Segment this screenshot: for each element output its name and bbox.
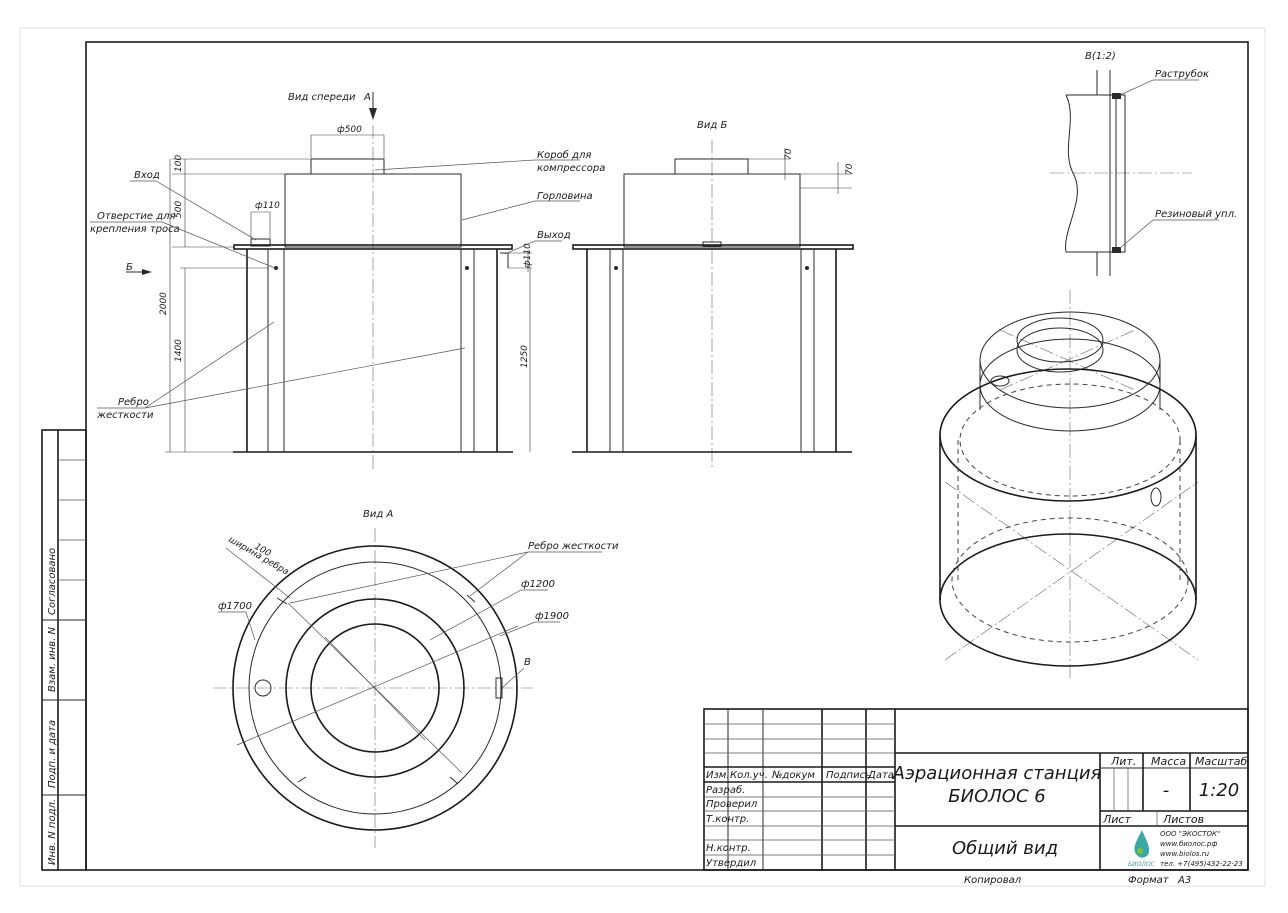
format-value: А3 (1177, 875, 1191, 886)
dim-h70-a: 70 (784, 148, 794, 160)
front-view-title: Вид спереди (288, 92, 356, 103)
sheet-label: Лист (1102, 813, 1131, 826)
detail-v: В(1:2) Раструбок Резиновый упл. (1050, 51, 1237, 276)
company-phone: тел. +7(495)432-22-23 (1160, 860, 1243, 868)
dim-h1400: 1400 (174, 339, 184, 362)
dim-h70-b: 70 (845, 163, 855, 175)
col-date: Дата (867, 770, 894, 781)
callout-neck: Горловина (537, 191, 593, 202)
callout-rib-top: Ребро жесткости (528, 540, 619, 552)
lit-label: Лит. (1110, 755, 1136, 768)
stamp-replacing: Взам. инв. N (47, 627, 58, 692)
company-web2: www.biolos.ru (1160, 850, 1210, 858)
callout-outlet: Выход (537, 230, 571, 241)
callout-hole-1: Отверстие для (97, 211, 176, 222)
row-ncontrol: Н.контр. (706, 843, 751, 854)
dim-h100: 100 (174, 155, 184, 172)
stamp-signature-date: Подп. и дата (47, 720, 58, 788)
title-block: Изм. Кол.уч. №докум Подпись Дата Разраб.… (703, 708, 1249, 886)
dim-h1250: 1250 (520, 345, 530, 368)
format-label: Формат (1128, 875, 1170, 886)
callout-rib-1: Ребро (118, 396, 149, 408)
arrow-b-letter: Б (126, 262, 133, 273)
logo-text: БИОЛОС (1128, 861, 1156, 868)
col-izm: Изм. (706, 770, 730, 781)
drawing-title-line1: Аэрационная станция (892, 763, 1102, 784)
dim-h500: 500 (174, 201, 184, 218)
dim-d1700: ф1700 (218, 601, 252, 612)
stamp-agreed: Согласовано (47, 548, 58, 615)
biolos-logo: БИОЛОС (1128, 830, 1156, 868)
col-sign: Подпись (826, 770, 871, 781)
view-b-title: Вид Б (697, 120, 727, 131)
callout-rubber-seal: Резиновый упл. (1155, 209, 1237, 220)
callout-hole-2: крепления троса (90, 224, 180, 235)
callout-rib-2: жесткости (96, 410, 154, 421)
section-letter-a: А (363, 92, 371, 103)
callout-compressor-2: компрессора (537, 163, 605, 174)
view-a-title: Вид А (363, 509, 393, 520)
dim-d1900: ф1900 (535, 611, 569, 622)
callout-compressor-1: Короб для (537, 149, 591, 161)
scale-value: 1:20 (1199, 780, 1239, 801)
drawing-title-line2: БИОЛОС 6 (948, 786, 1045, 807)
view-b: Вид Б 70 70 (572, 120, 855, 470)
dim-d1200: ф1200 (521, 579, 555, 590)
col-doc: №докум (771, 770, 815, 781)
col-kol: Кол.уч. (730, 770, 768, 781)
marker-v: В (524, 657, 531, 668)
row-developed: Разраб. (706, 784, 745, 796)
mass-value: - (1163, 780, 1170, 801)
detail-title: В(1:2) (1085, 51, 1116, 62)
row-approved: Утвердил (706, 858, 757, 869)
company-name: ООО "ЭКОСТОК" (1160, 830, 1220, 838)
drawing-subtitle: Общий вид (952, 838, 1058, 859)
dim-d500: ф500 (337, 125, 362, 135)
isometric-view (939, 290, 1199, 678)
copied-label: Копировал (964, 875, 1022, 886)
dim-d110-top: ф110 (255, 201, 280, 211)
dim-d110-right: ф110 (523, 243, 533, 268)
mass-label: Масса (1151, 755, 1186, 768)
callout-inlet: Вход (134, 170, 160, 181)
dim-h2000: 2000 (159, 292, 169, 315)
side-stamp: Согласовано Взам. инв. N Подп. и дата Ин… (41, 429, 87, 871)
company-web1: www.биолос.рф (1160, 840, 1217, 848)
row-tcontrol: Т.контр. (706, 814, 749, 825)
front-view: Вид спереди А ф500 (90, 92, 605, 470)
scale-label: Масштаб (1195, 755, 1247, 768)
row-checked: Проверил (706, 799, 758, 810)
callout-socket: Раструбок (1155, 68, 1209, 80)
sheets-label: Листов (1162, 813, 1204, 826)
stamp-inventory: Инв. N подл. (47, 799, 58, 865)
